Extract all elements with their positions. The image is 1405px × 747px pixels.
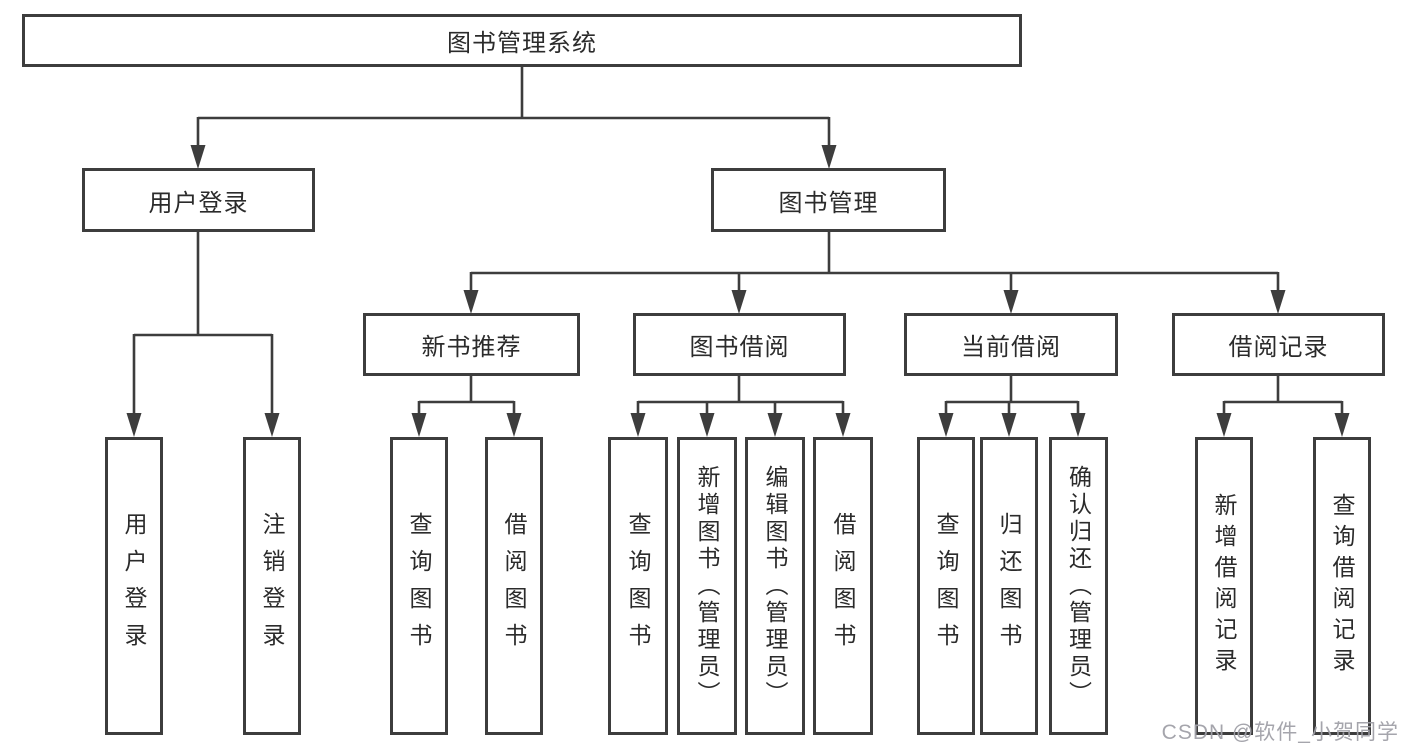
leaf-query-books-borrow: 查询图书 (608, 437, 668, 735)
node-current-borrow: 当前借阅 (904, 313, 1118, 376)
leaf-borrow-books: 借阅图书 (813, 437, 873, 735)
leaf-add-book-admin: 新增图书（管理员） (677, 437, 737, 735)
node-new-book-recommend: 新书推荐 (363, 313, 580, 376)
leaf-query-books-current: 查询图书 (917, 437, 975, 735)
leaf-borrow-books-recommend: 借阅图书 (485, 437, 543, 735)
csdn-watermark: CSDN @软件_小贺同学 (1161, 721, 1399, 744)
node-user-login: 用户登录 (82, 168, 315, 232)
leaf-confirm-return-admin: 确认归还（管理员） (1049, 437, 1108, 735)
leaf-query-books-recommend: 查询图书 (390, 437, 448, 735)
leaf-query-borrow-record: 查询借阅记录 (1313, 437, 1371, 735)
node-book-management: 图书管理 (711, 168, 946, 232)
arrowheads (126, 145, 1350, 437)
node-root-system: 图书管理系统 (22, 14, 1022, 67)
leaf-user-login: 用户登录 (105, 437, 163, 735)
leaf-return-books: 归还图书 (980, 437, 1038, 735)
node-borrow-records: 借阅记录 (1172, 313, 1385, 376)
leaf-logout: 注销登录 (243, 437, 301, 735)
node-book-borrow: 图书借阅 (633, 313, 846, 376)
leaf-edit-book-admin: 编辑图书（管理员） (745, 437, 805, 735)
leaf-add-borrow-record: 新增借阅记录 (1195, 437, 1253, 735)
